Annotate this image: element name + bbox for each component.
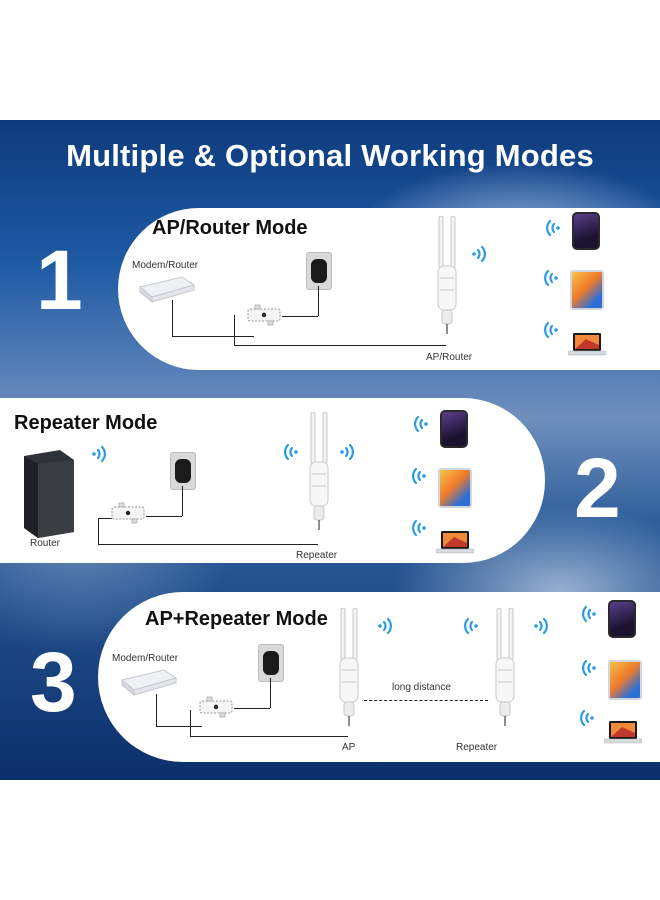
mode-number-3: 3 xyxy=(30,635,77,729)
cable xyxy=(172,336,254,337)
smartphone-icon xyxy=(440,410,468,448)
tablet-icon xyxy=(438,468,472,508)
router-label: Router xyxy=(30,538,61,549)
modem-router-label: Modem/Router xyxy=(132,260,199,271)
modes-banner: Multiple & Optional Working Modes 1 AP/R… xyxy=(0,120,660,780)
mode-number-2: 2 xyxy=(574,441,621,535)
poe-injector-icon xyxy=(110,502,146,524)
cable xyxy=(182,486,183,516)
cable xyxy=(190,710,191,736)
ap-router-label: AP/Router xyxy=(426,352,473,363)
wifi-icon xyxy=(466,244,486,264)
wifi-icon xyxy=(464,616,484,636)
power-adapter-icon xyxy=(306,252,332,290)
tablet-icon xyxy=(570,270,604,310)
wifi-icon xyxy=(544,320,564,340)
repeater-label: Repeater xyxy=(456,742,498,753)
cable xyxy=(270,678,271,708)
wifi-icon xyxy=(528,616,548,636)
tablet-icon xyxy=(608,660,642,700)
laptop-icon xyxy=(604,720,642,744)
mode-title-ap-router: AP/Router Mode xyxy=(152,217,308,239)
repeater-label: Repeater xyxy=(296,550,338,561)
cable xyxy=(234,315,235,345)
poe-injector-icon xyxy=(198,696,234,718)
modem-router-label: Modem/Router xyxy=(112,653,179,664)
wifi-icon xyxy=(546,218,566,238)
mode-number-1: 1 xyxy=(36,233,83,327)
wifi-icon xyxy=(582,658,602,678)
outdoor-repeater-icon xyxy=(494,608,516,726)
wifi-icon xyxy=(580,708,600,728)
laptop-icon xyxy=(568,332,606,356)
modem-router-icon xyxy=(120,668,178,696)
wifi-icon xyxy=(412,466,432,486)
cable xyxy=(98,518,112,519)
wifi-icon xyxy=(544,268,564,288)
wifi-icon xyxy=(372,616,392,636)
ap-label: AP xyxy=(342,742,356,753)
cable xyxy=(98,518,99,544)
cable xyxy=(318,286,319,316)
wifi-icon xyxy=(284,442,304,462)
smartphone-icon xyxy=(608,600,636,638)
cable xyxy=(234,345,446,346)
wifi-icon xyxy=(412,518,432,538)
mode-title-repeater: Repeater Mode xyxy=(14,412,158,434)
cable xyxy=(146,516,182,517)
cable xyxy=(172,300,173,336)
outdoor-ap-icon xyxy=(338,608,360,726)
page-title: Multiple & Optional Working Modes xyxy=(66,138,594,173)
ap-router-panel xyxy=(118,208,660,370)
outdoor-ap-icon xyxy=(436,216,458,334)
outdoor-repeater-icon xyxy=(308,412,330,530)
wifi-icon xyxy=(334,442,354,462)
router-icon xyxy=(24,450,74,538)
cable xyxy=(282,316,318,317)
long-distance-label: long distance xyxy=(392,682,451,693)
power-adapter-icon xyxy=(170,452,196,490)
ap-repeater-panel xyxy=(98,592,660,762)
long-distance-line xyxy=(364,700,488,701)
mode-title-ap-repeater: AP+Repeater Mode xyxy=(145,608,328,630)
wifi-icon xyxy=(414,414,434,434)
modem-router-icon xyxy=(138,275,196,303)
power-adapter-icon xyxy=(258,644,284,682)
smartphone-icon xyxy=(572,212,600,250)
cable xyxy=(156,694,157,726)
cable xyxy=(156,726,202,727)
laptop-icon xyxy=(436,530,474,554)
cable xyxy=(234,708,270,709)
wifi-icon xyxy=(582,604,602,624)
wifi-icon xyxy=(86,444,106,464)
cable xyxy=(98,544,318,545)
cable xyxy=(190,736,348,737)
poe-injector-icon xyxy=(246,304,282,326)
